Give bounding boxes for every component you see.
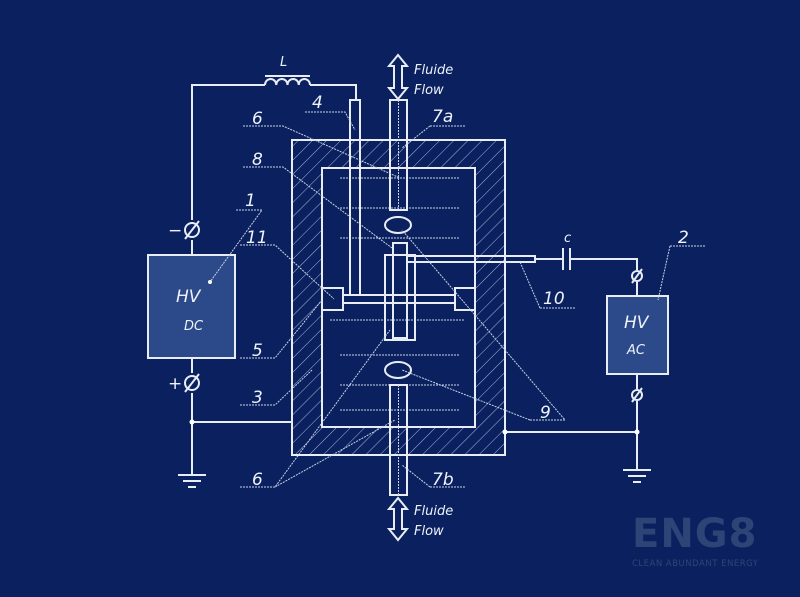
flow-bottom-line2: Flow <box>414 524 444 539</box>
label-6-top: 6 <box>252 109 263 129</box>
dc-circuit-wiring <box>178 75 357 488</box>
bubble-9-top <box>384 216 412 234</box>
dc-source-title: HV <box>176 287 202 307</box>
ac-source-title: HV <box>624 313 650 333</box>
ground-left-icon <box>178 474 206 488</box>
flow-bottom-line1: Fluide <box>414 504 453 519</box>
label-6-bottom: 6 <box>252 470 263 490</box>
ac-terminal-bottom-icon <box>631 387 643 403</box>
flow-top-line1: Fluide <box>414 63 453 78</box>
label-1: 1 <box>245 191 256 211</box>
label-capacitor: c <box>564 231 571 246</box>
flow-arrow-bottom-icon <box>386 496 410 542</box>
electrode-8 <box>384 242 416 341</box>
label-7b: 7b <box>432 470 454 490</box>
ac-terminal-top-icon <box>631 268 643 284</box>
label-10: 10 <box>543 289 565 309</box>
label-inductor: L <box>280 55 287 70</box>
label-7a: 7a <box>432 107 453 127</box>
inductor-icon <box>264 77 311 86</box>
insulator-11-left <box>321 287 344 311</box>
hv-dc-source <box>147 254 236 359</box>
hv-ac-source <box>606 295 669 375</box>
leader-lines <box>209 111 705 488</box>
logo-tagline: CLEAN ABUNDANT ENERGY <box>632 559 759 569</box>
support-bar <box>342 294 456 304</box>
label-2: 2 <box>678 228 689 248</box>
label-plus: + <box>168 374 182 394</box>
ac-source-subtitle: AC <box>626 343 646 358</box>
label-minus: − <box>168 221 182 241</box>
electrode-10 <box>406 255 536 263</box>
ac-circuit-wiring <box>189 248 651 483</box>
bubble-9-bottom <box>384 361 412 379</box>
label-4: 4 <box>312 93 323 113</box>
terminal-minus-icon <box>184 220 200 240</box>
capacitor-icon <box>562 248 571 270</box>
tube-7a <box>389 99 408 211</box>
label-3: 3 <box>252 388 263 408</box>
insulator-11-right <box>454 287 476 311</box>
dc-source-subtitle: DC <box>184 319 204 334</box>
label-5: 5 <box>252 341 263 361</box>
terminal-plus-icon <box>184 373 200 393</box>
flow-arrow-top-icon <box>386 53 410 101</box>
ground-right-icon <box>623 469 651 483</box>
label-9: 9 <box>540 403 551 423</box>
tube-7b <box>389 384 408 496</box>
electrode-4 <box>349 99 361 296</box>
label-11: 11 <box>246 228 268 248</box>
label-8: 8 <box>252 150 263 170</box>
flow-top-line2: Flow <box>414 83 444 98</box>
eng8-logo: ENG8 <box>632 511 758 557</box>
